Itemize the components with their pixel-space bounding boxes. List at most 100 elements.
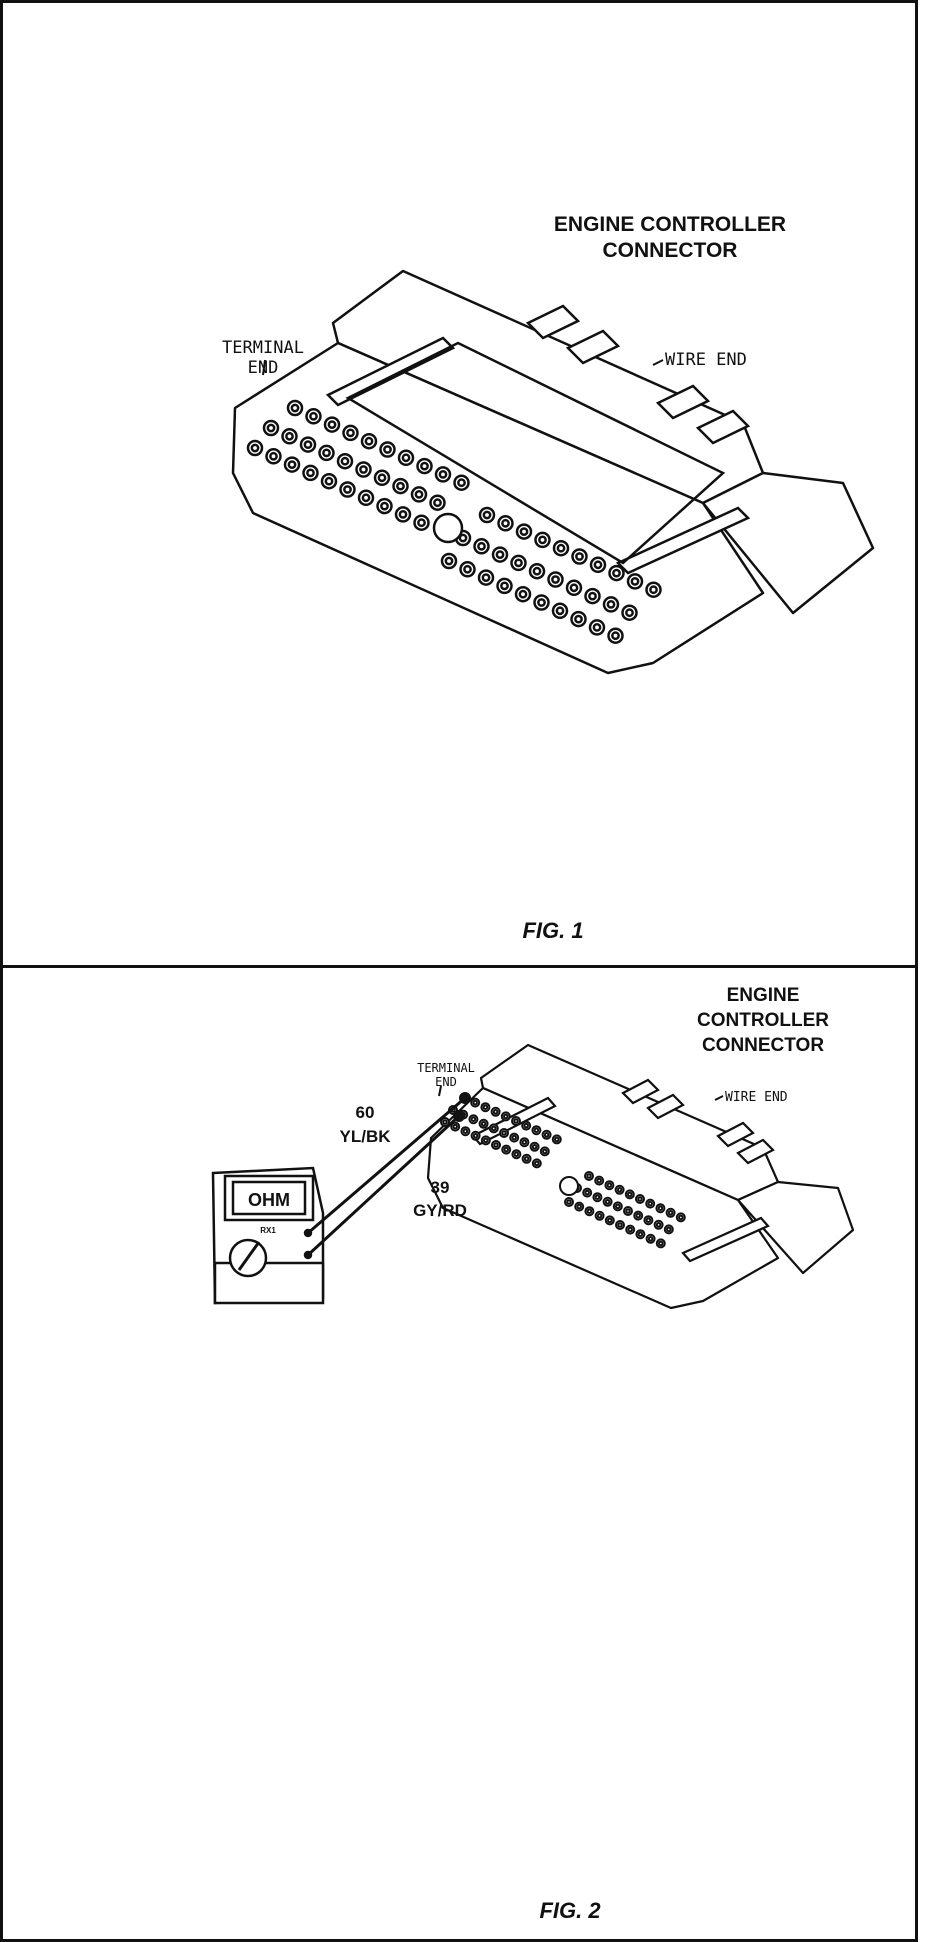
connector-pin-center: [457, 478, 466, 488]
connector-rail-right: [615, 506, 751, 575]
connector-pin-center: [647, 1200, 654, 1207]
wire-clip-3: [655, 384, 711, 420]
connector-pin-center: [606, 600, 616, 609]
connector-pin-center: [538, 535, 547, 545]
connector-pin-center: [417, 518, 426, 528]
connector-housing-side: [736, 1180, 855, 1275]
connector-pin-center: [343, 485, 352, 494]
connector-pin-center: [482, 510, 492, 520]
connector-pin-center: [588, 591, 597, 601]
connector-pin-center: [324, 476, 334, 486]
connector-pin-center: [401, 453, 411, 463]
figure-1-caption: FIG. 1: [522, 918, 583, 943]
connector-title-line1: ENGINE: [727, 985, 800, 1006]
connector-pin-center: [596, 1213, 603, 1219]
connector-pin-center: [625, 1208, 631, 1214]
connector-pin-center: [380, 501, 389, 511]
connector-pin-center: [574, 614, 583, 624]
connector-pin-center: [398, 510, 408, 519]
connector-pin-center: [531, 1144, 538, 1150]
wire-end-label: WIRE END: [665, 350, 747, 370]
connector-rail-right: [681, 1216, 770, 1263]
connector-pin-center: [266, 423, 276, 433]
figure-2-caption: FIG. 2: [539, 1898, 601, 1923]
connector-pin-center: [554, 1136, 560, 1143]
connector-pin-center: [593, 560, 603, 570]
connector-alignment-hole: [559, 1176, 579, 1196]
connector-pin-center: [303, 440, 313, 450]
connector-pin-center: [617, 1222, 623, 1228]
connector-pin-center: [514, 558, 523, 568]
connector-pin-center: [532, 566, 542, 576]
connector-alignment-hole: [432, 512, 464, 544]
connector-pin-center: [627, 1191, 633, 1198]
connector-pin-center: [604, 1199, 611, 1205]
figure-2-panel: ENGINE CONTROLLER CONNECTOR TERMINAL END…: [0, 965, 918, 1942]
connector-pin-center: [481, 573, 491, 582]
connector-pin-center: [556, 543, 566, 553]
wire-60-color: YL/BK: [340, 1127, 392, 1146]
connector-pin-center: [586, 1208, 593, 1214]
connector-pin-center: [438, 470, 448, 479]
ohmmeter-display-text: OHM: [248, 1190, 290, 1210]
connector-pin-center: [340, 456, 350, 466]
figure-2-drawing: ENGINE CONTROLLER CONNECTOR TERMINAL END…: [211, 985, 855, 1923]
probe-pin-39: [453, 1110, 465, 1122]
wire-clip-2: [565, 329, 621, 365]
wire-clip-4: [736, 1138, 775, 1165]
connector-pin-center: [285, 431, 294, 441]
connector-pin-center: [569, 583, 579, 593]
wire-end-label: WIRE END: [725, 1090, 788, 1105]
connector-pin-center: [607, 1217, 613, 1224]
connector-pin-center: [513, 1118, 519, 1124]
connector-pin-center: [533, 1127, 540, 1133]
connector-pin-center: [627, 1226, 634, 1233]
connector-pins: [440, 1093, 686, 1249]
connector-pin-center: [635, 1212, 642, 1219]
connector-pin-center: [678, 1214, 684, 1221]
connector-pin-center: [566, 1199, 572, 1205]
wire-clip-1: [525, 304, 581, 340]
connector-pin-center: [503, 1113, 509, 1120]
connector-pin-center: [472, 1133, 479, 1139]
test-lead-39: [306, 1114, 461, 1257]
wire-clip-1: [621, 1078, 660, 1105]
ohmmeter-range-label: RX1: [260, 1226, 276, 1235]
connector-pin-center: [518, 589, 528, 599]
connector-pin-center: [482, 1104, 489, 1110]
wire-clip-3: [716, 1121, 755, 1148]
connector-pin-center: [523, 1156, 530, 1162]
wire-clip-2: [646, 1093, 685, 1120]
connector-pin-center: [513, 1151, 520, 1157]
connector-pin-center: [383, 445, 392, 454]
connector-pin-center: [442, 1119, 448, 1125]
connector-pin-center: [359, 465, 368, 474]
connector-housing-side: [701, 471, 875, 615]
connector-pin-center: [503, 1146, 510, 1153]
connector-pin-center: [666, 1226, 672, 1233]
connector-pin-center: [521, 1139, 528, 1145]
connector-pin-center: [501, 1130, 507, 1136]
connector-pin-center: [542, 1148, 548, 1155]
ohmmeter: [211, 1166, 325, 1305]
connector-pin-center: [511, 1134, 518, 1141]
figure-1-drawing: ENGINE CONTROLLER CONNECTOR TERMINAL END…: [222, 213, 875, 943]
connector-pin-center: [543, 1132, 550, 1138]
connector-pin-center: [309, 411, 318, 421]
connector-pin-center: [492, 1109, 499, 1115]
connector-pin-center: [477, 541, 486, 551]
connector-pin-center: [346, 428, 355, 438]
connector-top-recess: [345, 341, 726, 565]
connector-pin-center: [625, 608, 634, 618]
wire-39-number: 39: [431, 1178, 450, 1197]
connector-pin-center: [551, 575, 560, 584]
connector-pin-center: [361, 493, 371, 503]
connector-pin-center: [534, 1160, 540, 1167]
connector-pin-center: [493, 1142, 499, 1148]
connector-pin-center: [452, 1123, 459, 1130]
figure-1-panel: ENGINE CONTROLLER CONNECTOR TERMINAL END…: [0, 0, 918, 968]
connector-pin-center: [555, 606, 565, 616]
connector-pin-center: [495, 550, 505, 559]
connector-pin-center: [433, 498, 442, 508]
connector-pin-center: [501, 518, 510, 528]
